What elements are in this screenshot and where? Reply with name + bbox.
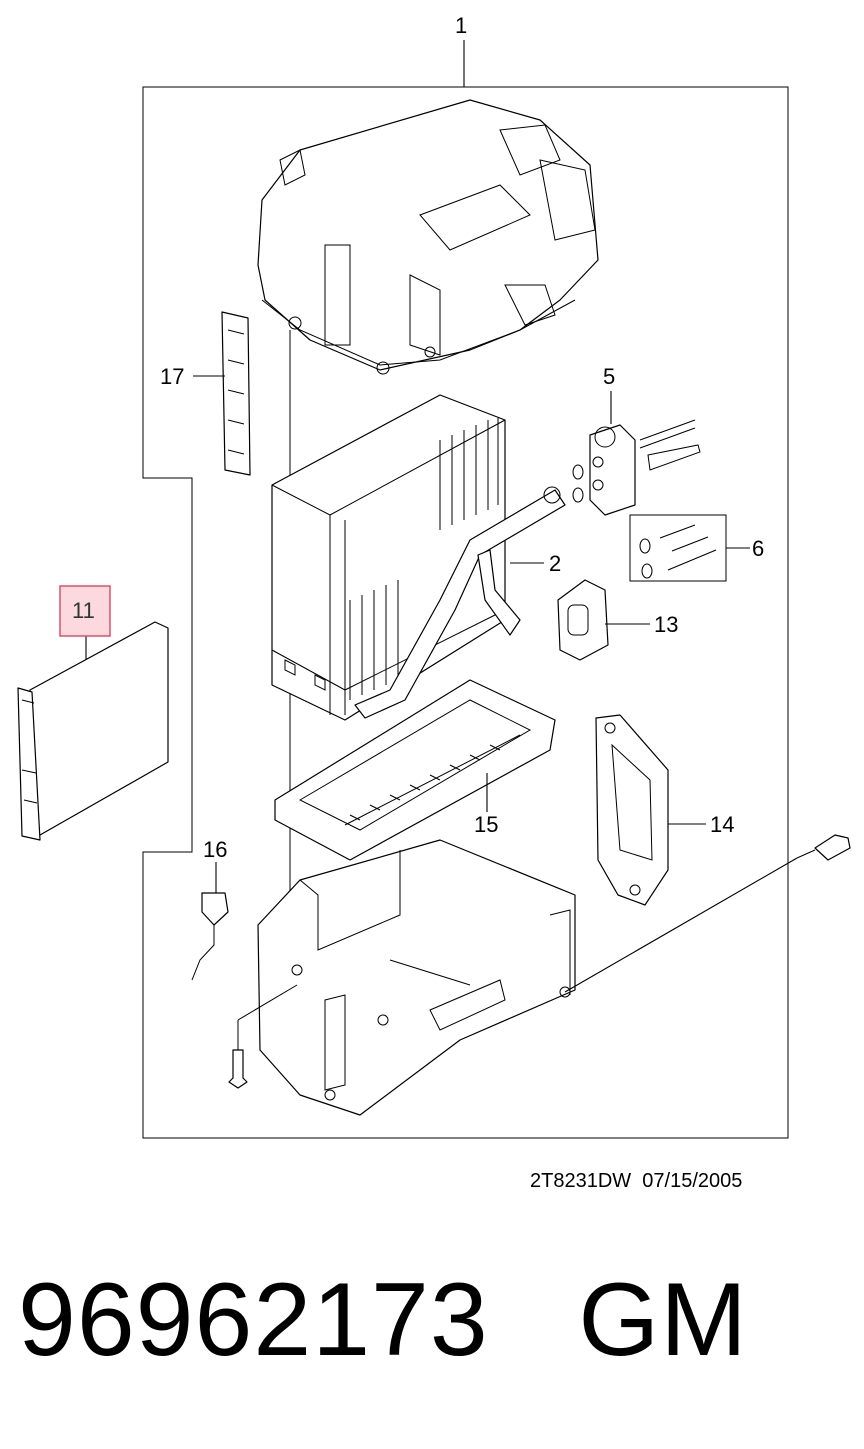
part-11-drawing xyxy=(17,621,169,841)
part-13-drawing xyxy=(557,579,609,661)
part-17-drawing xyxy=(221,311,251,476)
callout-11: 11 xyxy=(72,598,95,623)
callout-16: 16 xyxy=(203,837,227,862)
assembly-frame xyxy=(142,86,789,1139)
callout-5: 5 xyxy=(603,364,615,389)
part-spacer xyxy=(489,1262,579,1378)
part-number-line: 96962173 GM xyxy=(18,1268,748,1372)
lower-case-drawing xyxy=(257,839,576,1116)
callout-1: 1 xyxy=(455,13,467,38)
leader-screw-right xyxy=(564,857,798,993)
screw-right-drawing xyxy=(796,834,851,861)
part-2-drawing xyxy=(354,486,566,719)
callout-13: 13 xyxy=(654,612,678,637)
callout-6: 6 xyxy=(752,536,764,561)
callout-14: 14 xyxy=(710,812,734,837)
callout-2: 2 xyxy=(549,551,561,576)
brand-name: GM xyxy=(578,1262,748,1378)
part-number: 96962173 xyxy=(18,1262,489,1378)
part-5-drawing xyxy=(572,419,701,516)
screw-left-drawing xyxy=(228,984,298,1089)
callout-15: 15 xyxy=(474,812,498,837)
part-14-drawing xyxy=(595,714,669,906)
part-15-drawing xyxy=(274,679,556,861)
upper-case-drawing xyxy=(257,99,599,375)
callout-11-highlight xyxy=(59,585,111,637)
part-6-drawing xyxy=(629,514,727,582)
part-16-drawing xyxy=(191,892,229,981)
callout-17: 17 xyxy=(160,364,184,389)
drawing-code: 2T8231DW 07/15/2005 xyxy=(530,1170,743,1192)
